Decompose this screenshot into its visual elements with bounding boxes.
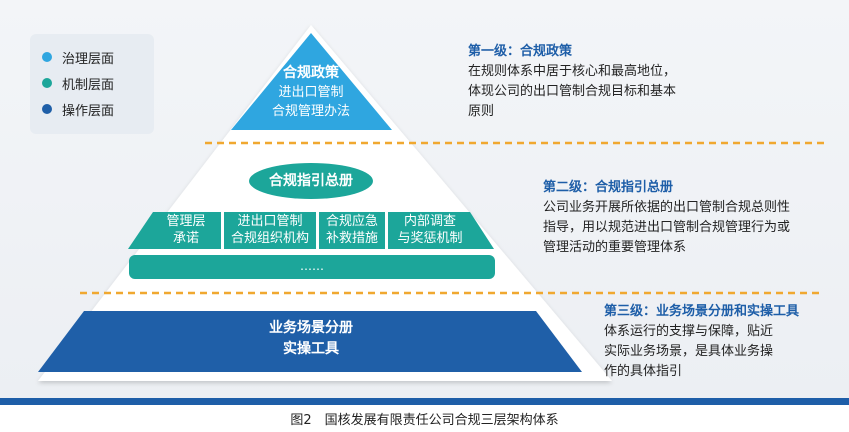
level1-desc-line: 体现公司的出口管制合规目标和基本 bbox=[468, 84, 677, 99]
level2-box-4-line1: 内部调查 bbox=[403, 214, 456, 229]
legend-label: 操作层面 bbox=[62, 103, 115, 119]
level1-line2: 合规管理办法 bbox=[271, 104, 350, 119]
legend-label: 治理层面 bbox=[62, 51, 115, 67]
level2-description: 第二级：合规指引总册 公司业务开展所依据的出口管制合规总则性 指导，用以规范进出… bbox=[543, 178, 790, 258]
level3-line2: 实操工具 bbox=[283, 341, 339, 357]
level2-box-4-label: 内部调查 与奖惩机制 bbox=[388, 213, 472, 247]
level3-description: 第三级：业务场景分册和实操工具 体系运行的支撑与保障，贴近 实际业务场景，是具体… bbox=[604, 302, 799, 382]
level3-desc-title: 第三级：业务场景分册和实操工具 bbox=[604, 304, 800, 319]
legend-item-operation: 操作层面 bbox=[42, 96, 154, 122]
level2-desc-line: 管理活动的重要管理体系 bbox=[543, 240, 687, 255]
level2-more-bar bbox=[129, 255, 495, 279]
level2-desc-line: 公司业务开展所依据的出口管制合规总则性 bbox=[543, 200, 791, 215]
level3-label-group: 业务场景分册 实操工具 bbox=[200, 318, 422, 360]
level2-box-1-label: 管理层 承诺 bbox=[150, 213, 222, 247]
legend: 治理层面 机制层面 操作层面 bbox=[30, 34, 154, 134]
level3-line1: 业务场景分册 bbox=[269, 320, 353, 336]
diagram-canvas: 治理层面 机制层面 操作层面 合规政策 进出口管制 合规管理办法 合规指引总册 … bbox=[0, 0, 849, 400]
level1-title: 合规政策 bbox=[283, 65, 339, 81]
level2-ellipsis: …… bbox=[300, 259, 324, 273]
level2-box-3-label: 合规应急 补救措施 bbox=[319, 213, 385, 247]
level1-desc-line: 原则 bbox=[468, 104, 495, 119]
level2-box-2 bbox=[224, 212, 316, 249]
level3-desc-line: 体系运行的支撑与保障，贴近 bbox=[604, 324, 774, 339]
level2-box-4 bbox=[388, 212, 494, 249]
legend-dot-icon bbox=[42, 78, 52, 88]
level2-box-1-line1: 管理层 bbox=[166, 214, 206, 229]
level3-desc-line: 实际业务场景，是具体业务操 bbox=[604, 344, 774, 359]
legend-dot-icon bbox=[42, 104, 52, 114]
legend-item-mechanism: 机制层面 bbox=[42, 70, 154, 96]
level2-box-4-line2: 与奖惩机制 bbox=[397, 231, 463, 246]
legend-label: 机制层面 bbox=[62, 77, 115, 93]
level2-center-ellipse bbox=[249, 163, 373, 199]
level2-box-2-line2: 合规组织机构 bbox=[230, 231, 309, 246]
legend-item-governance: 治理层面 bbox=[42, 44, 154, 70]
bottom-rule bbox=[0, 398, 849, 405]
level1-description: 第一级：合规政策 在规则体系中居于核心和最高地位， 体现公司的出口管制合规目标和… bbox=[468, 42, 676, 122]
level2-box-3-line1: 合规应急 bbox=[325, 214, 378, 229]
legend-dot-icon bbox=[42, 52, 52, 62]
level2-box-3-line2: 补救措施 bbox=[325, 231, 378, 246]
level1-desc-title: 第一级：合规政策 bbox=[468, 44, 573, 59]
level2-box-1 bbox=[128, 212, 221, 249]
level2-box-2-label: 进出口管制 合规组织机构 bbox=[224, 213, 316, 247]
level2-desc-title: 第二级：合规指引总册 bbox=[543, 180, 674, 195]
level1-label-group: 合规政策 进出口管制 合规管理办法 bbox=[230, 63, 392, 121]
level2-box-2-line1: 进出口管制 bbox=[237, 214, 303, 229]
level2-box-3 bbox=[319, 212, 385, 249]
level1-line1: 进出口管制 bbox=[278, 85, 344, 100]
level1-triangle bbox=[231, 33, 392, 130]
level3-desc-line: 作的具体指引 bbox=[604, 364, 683, 379]
level3-trapezoid bbox=[38, 311, 582, 372]
level2-box-1-line2: 承诺 bbox=[172, 231, 199, 246]
pyramid-diagram bbox=[38, 25, 824, 381]
level2-desc-line: 指导，用以规范进出口管制合规管理行为或 bbox=[543, 220, 791, 235]
level1-desc-line: 在规则体系中居于核心和最高地位， bbox=[468, 64, 677, 79]
level2-center-label: 合规指引总册 bbox=[269, 173, 353, 189]
figure-caption: 图2 国核发展有限责任公司合规三层架构体系 bbox=[290, 413, 559, 428]
